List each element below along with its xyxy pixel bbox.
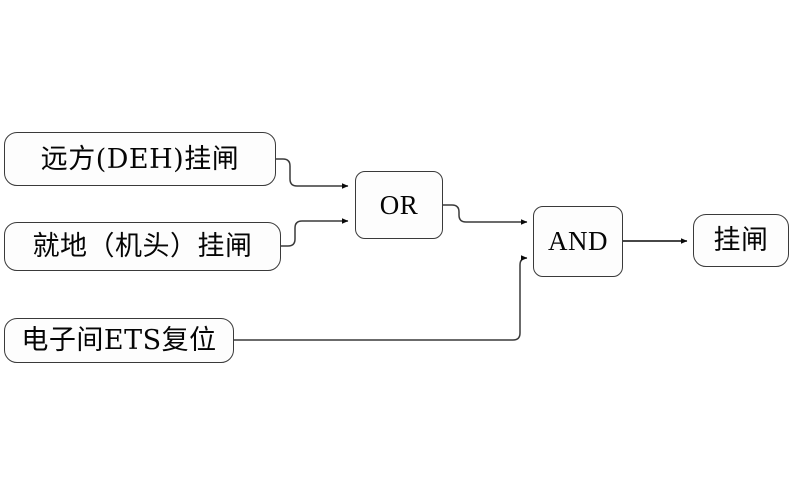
output-box-engage-label: 挂闸 <box>713 225 769 256</box>
input-box-ets-reset[interactable]: 电子间ETS复位 <box>4 318 234 363</box>
wire-local-to-or <box>281 218 349 247</box>
input-box-remote-deh-label: 远方(DEH)挂闸 <box>40 143 240 175</box>
input-box-ets-reset-label: 电子间ETS复位 <box>21 325 217 356</box>
input-box-local-machine-head-label: 就地（机头）挂闸 <box>32 231 253 262</box>
wire-ets-to-and <box>234 255 528 341</box>
or-gate-label: OR <box>379 189 419 220</box>
input-box-local-machine-head[interactable]: 就地（机头）挂闸 <box>4 222 281 271</box>
output-box-engage[interactable]: 挂闸 <box>693 214 789 267</box>
or-gate[interactable]: OR <box>355 171 443 239</box>
wire-remote-to-or <box>276 158 349 189</box>
and-gate[interactable]: AND <box>533 206 623 277</box>
input-box-remote-deh[interactable]: 远方(DEH)挂闸 <box>4 132 276 186</box>
and-gate-label: AND <box>548 226 608 256</box>
wire-or-to-and <box>443 204 528 225</box>
